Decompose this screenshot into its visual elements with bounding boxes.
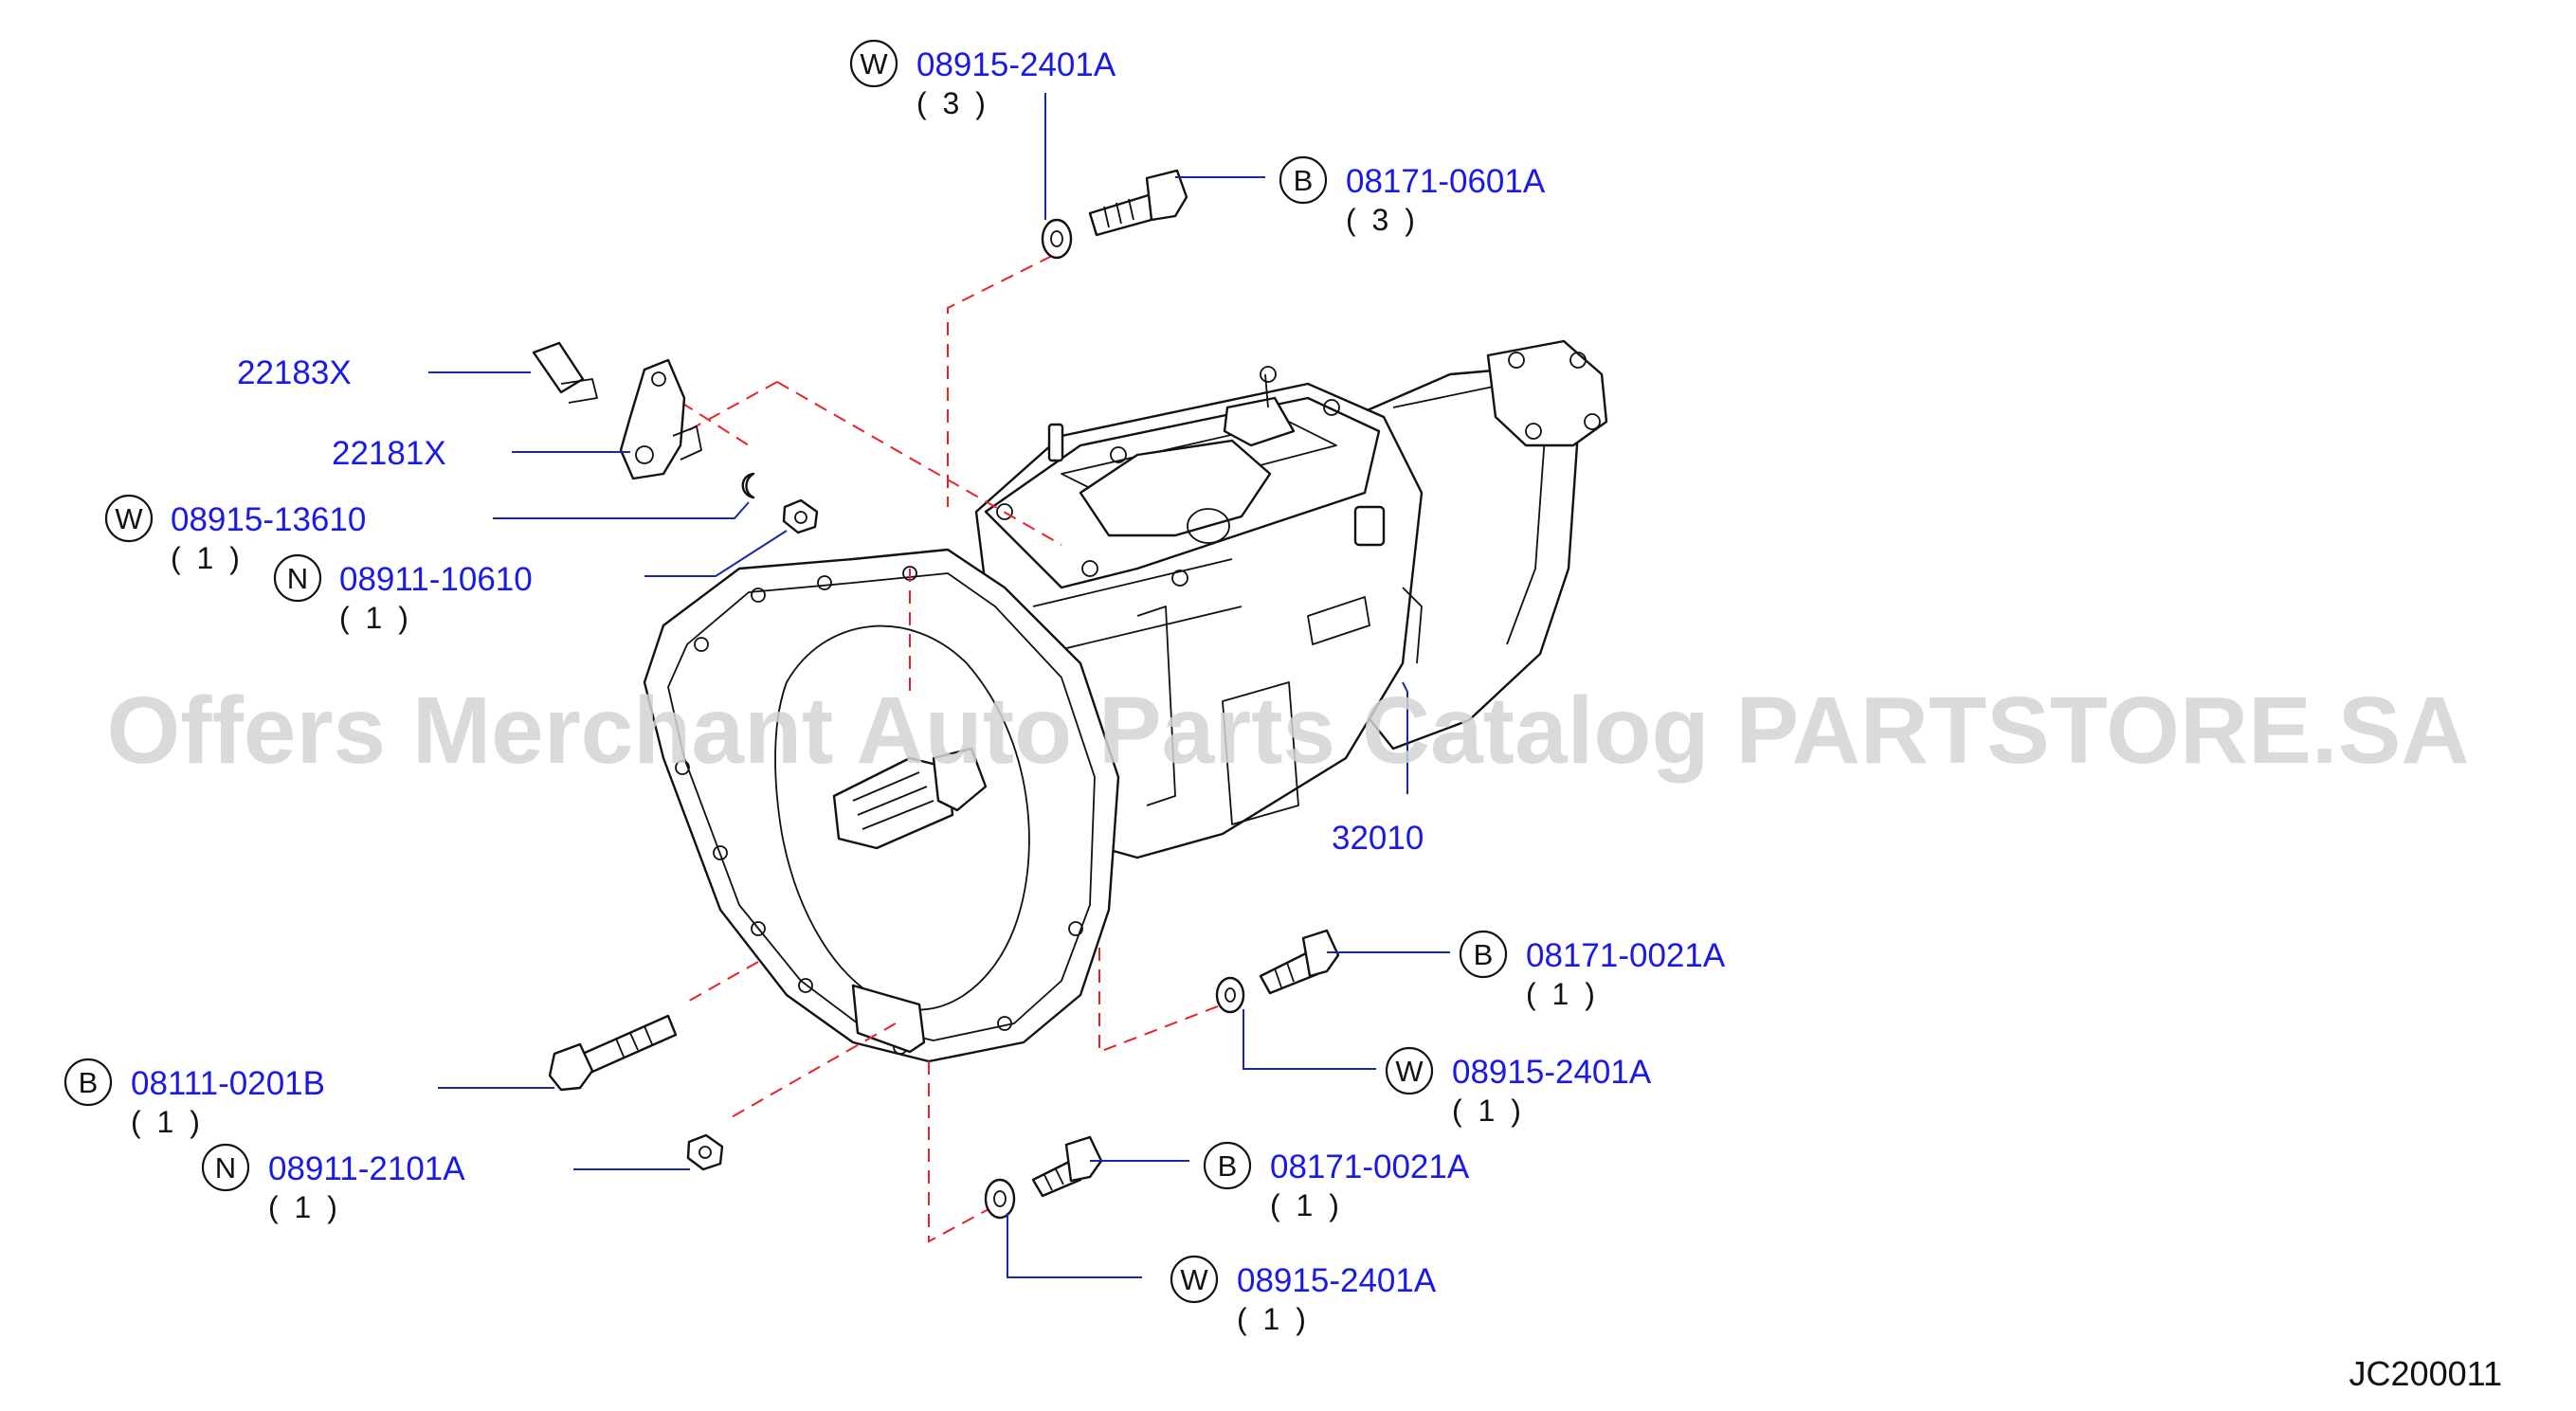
part-quantity: ( 1 ): [1526, 977, 1599, 1011]
nut-10610: [782, 498, 819, 534]
washer-13610: [741, 472, 755, 499]
bolt-0021-lower: [1031, 1135, 1103, 1198]
part-quantity: ( 3 ): [1346, 203, 1419, 237]
callout-washer-top[interactable]: W 08915-2401A ( 3 ): [849, 39, 1116, 120]
badge-letter: W: [860, 47, 888, 81]
badge-letter: B: [1218, 1149, 1238, 1183]
part-quantity: ( 1 ): [1270, 1188, 1343, 1222]
badge-w-icon: [1385, 1046, 1434, 1095]
long-bolt-0201b: [548, 1014, 678, 1092]
badge-b-icon: [1459, 930, 1508, 979]
part-number[interactable]: 22181X: [332, 435, 446, 472]
part-number[interactable]: 08915-2401A: [916, 46, 1116, 83]
leader-lines: [428, 93, 1450, 1278]
callout-bolt-0021-lower[interactable]: B 08171-0021A ( 1 ): [1203, 1141, 1470, 1222]
part-number[interactable]: 08911-10610: [339, 561, 533, 598]
badge-letter: W: [1180, 1263, 1208, 1296]
callout-transmission-32010[interactable]: 32010: [1332, 820, 1424, 857]
watermark-text: Offers Merchant Auto Parts Catalog PARTS…: [107, 678, 2470, 784]
washer-bottom: [984, 1178, 1016, 1220]
part-number[interactable]: 08911-2101A: [268, 1150, 465, 1187]
callout-long-bolt-0201b[interactable]: B 08111-0201B ( 1 ): [63, 1058, 325, 1139]
transmission-assembly-drawing: [643, 339, 1608, 1063]
badge-letter: W: [1395, 1055, 1424, 1088]
part-quantity: ( 1 ): [171, 541, 244, 575]
part-quantity: ( 1 ): [131, 1105, 204, 1139]
part-quantity: ( 3 ): [916, 86, 989, 120]
hardware-parts: [532, 169, 1340, 1220]
part-number[interactable]: 32010: [1332, 820, 1424, 857]
lever-22181x: [619, 358, 702, 480]
bolt-top: [1088, 169, 1188, 237]
part-number[interactable]: 08915-13610: [171, 501, 366, 538]
part-quantity: ( 1 ): [1452, 1094, 1525, 1128]
badge-b-icon: [1203, 1141, 1252, 1190]
callout-washer-mid[interactable]: W 08915-2401A ( 1 ): [1385, 1046, 1652, 1128]
callout-pin-22183x[interactable]: 22183X: [237, 354, 352, 391]
part-number[interactable]: 08171-0601A: [1346, 163, 1546, 200]
part-number[interactable]: 08171-0021A: [1270, 1149, 1470, 1185]
part-number[interactable]: 08111-0201B: [131, 1065, 325, 1102]
pin-22183x: [532, 341, 598, 404]
diagram-code: JC200011: [2349, 1354, 2502, 1393]
badge-letter: B: [79, 1066, 99, 1099]
badge-letter: N: [215, 1151, 236, 1185]
part-number[interactable]: 22183X: [237, 354, 352, 391]
badge-n-icon: [273, 553, 322, 603]
badge-letter: W: [115, 502, 143, 535]
callout-washer-13610[interactable]: W 08915-13610 ( 1 ): [104, 494, 366, 575]
part-number[interactable]: 08915-2401A: [1237, 1262, 1437, 1299]
badge-letter: B: [1474, 938, 1494, 971]
callout-bolt-top[interactable]: B 08171-0601A ( 3 ): [1279, 155, 1546, 237]
assembly-guide-lines: [644, 255, 1224, 1243]
badge-w-icon: [1170, 1255, 1219, 1304]
part-number[interactable]: 08171-0021A: [1526, 937, 1726, 974]
part-quantity: ( 1 ): [339, 601, 412, 635]
callout-bolt-0021-upper[interactable]: B 08171-0021A ( 1 ): [1459, 930, 1726, 1011]
callout-lever-22181x[interactable]: 22181X: [332, 435, 446, 472]
part-quantity: ( 1 ): [1237, 1302, 1310, 1336]
badge-letter: B: [1294, 164, 1314, 197]
badge-letter: N: [287, 562, 308, 595]
badge-w-icon: [104, 494, 154, 543]
callout-nut-10610[interactable]: N 08911-10610 ( 1 ): [273, 553, 533, 635]
callout-nut-2101a[interactable]: N 08911-2101A ( 1 ): [201, 1143, 465, 1224]
badge-b-icon: [1279, 155, 1328, 205]
bolt-0021-upper: [1259, 929, 1340, 995]
callout-washer-bottom[interactable]: W 08915-2401A ( 1 ): [1170, 1255, 1437, 1336]
badge-w-icon: [849, 39, 898, 88]
badge-n-icon: [201, 1143, 250, 1192]
nut-2101a: [686, 1133, 724, 1171]
part-number[interactable]: 08915-2401A: [1452, 1054, 1652, 1091]
washer-top: [1041, 218, 1073, 260]
washer-mid: [1215, 976, 1245, 1014]
badge-b-icon: [63, 1058, 113, 1107]
part-quantity: ( 1 ): [268, 1190, 341, 1224]
